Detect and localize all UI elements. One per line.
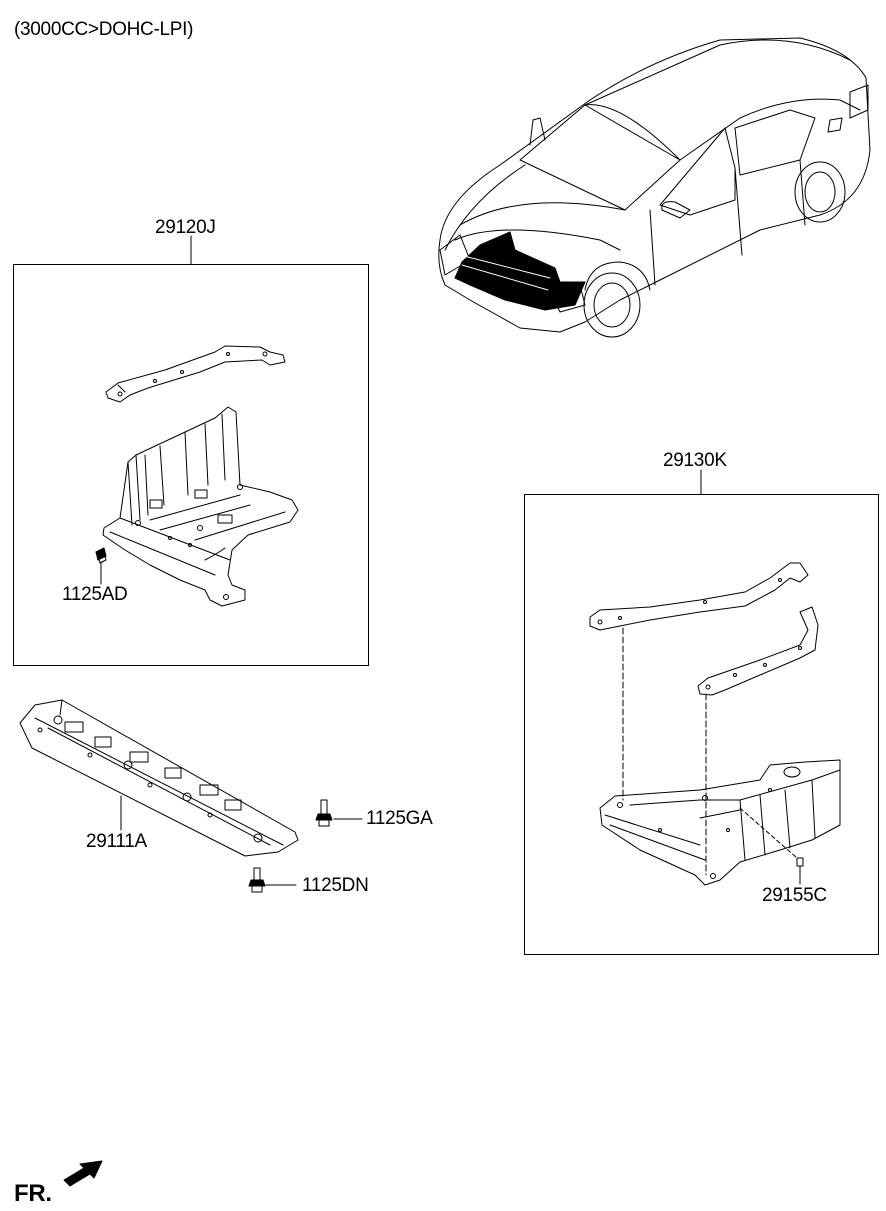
vehicle-illustration	[438, 37, 871, 338]
part-label-1125AD[interactable]: 1125AD	[62, 584, 128, 605]
part-label-1125GA[interactable]: 1125GA	[366, 808, 433, 829]
part-label-29111A[interactable]: 29111A	[86, 831, 147, 852]
part-29120J-undercover	[102, 406, 299, 607]
bolt-1125AD-icon	[95, 547, 107, 564]
assembly-box-29130K	[524, 494, 879, 955]
front-direction-arrow-icon	[63, 1160, 103, 1187]
part-label-29120J[interactable]: 29120J	[155, 217, 216, 238]
bolt-1125DN-icon	[248, 867, 266, 893]
front-direction-label: FR.	[14, 1180, 52, 1207]
part-label-29130K[interactable]: 29130K	[663, 450, 727, 471]
bolt-1125GA-icon	[315, 799, 333, 827]
part-29130K-stay-upper	[589, 562, 809, 631]
vehicle-undercover-highlight	[454, 231, 586, 311]
part-29120J-stay-bracket	[105, 345, 286, 403]
part-29111A-undercover	[19, 699, 299, 857]
part-29130K-undercover	[599, 759, 841, 886]
engine-spec-label: (3000CC>DOHC-LPI)	[14, 19, 194, 40]
part-29130K-stay-lower	[697, 606, 819, 696]
part-label-29155C[interactable]: 29155C	[762, 885, 827, 906]
clip-29155C-icon	[796, 857, 804, 867]
part-label-1125DN[interactable]: 1125DN	[302, 875, 369, 896]
